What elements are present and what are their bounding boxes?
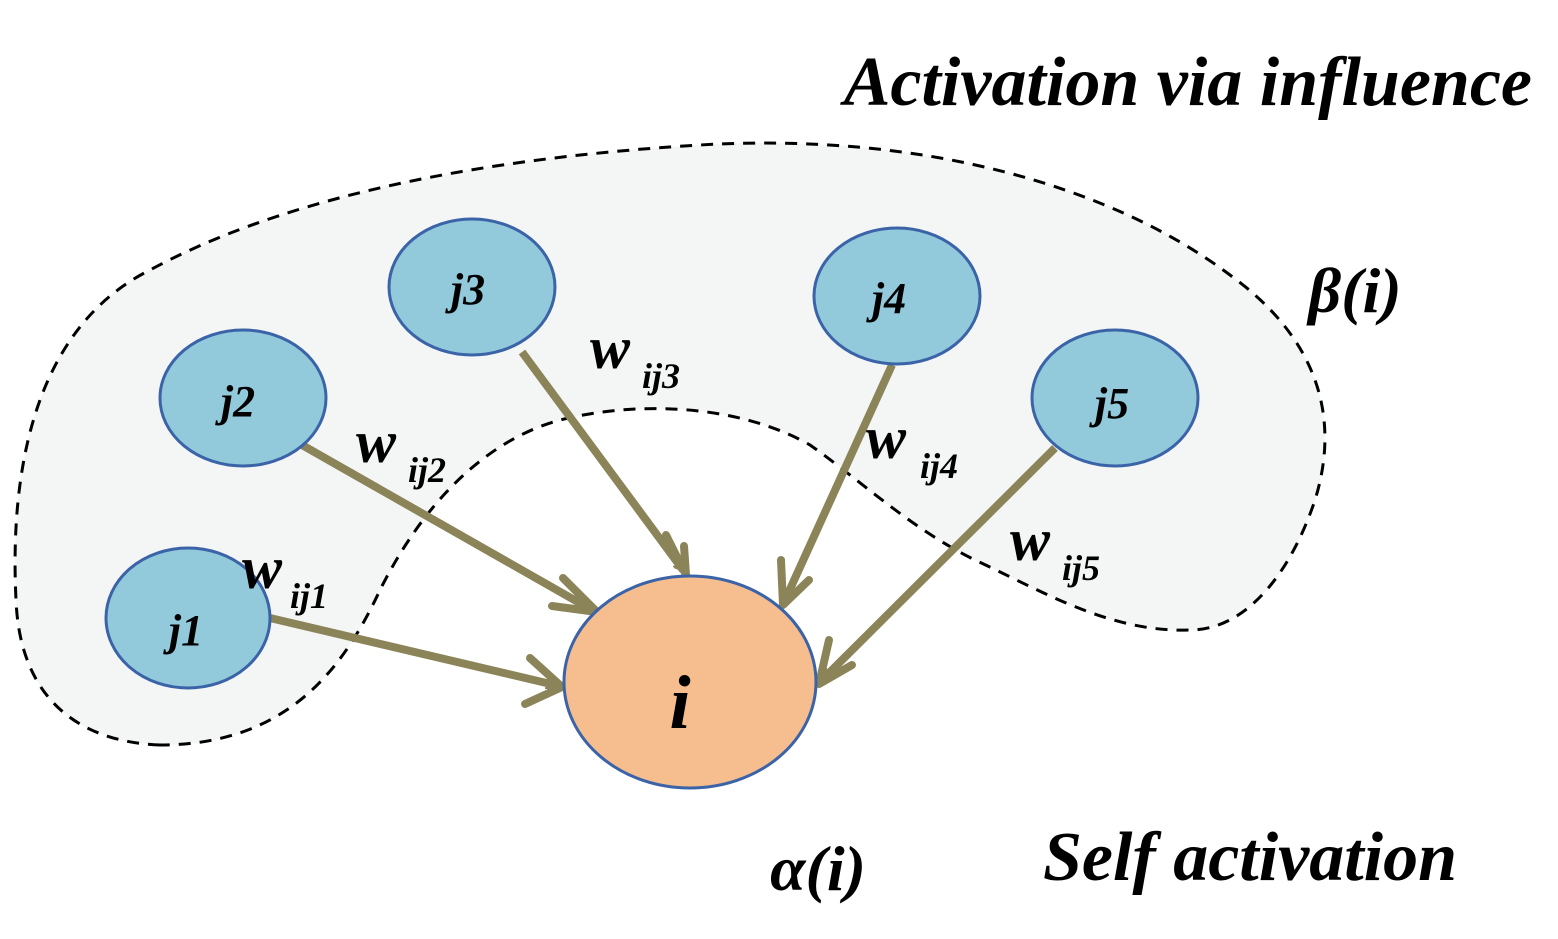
edge-j5-i [821,445,1058,681]
weight-1-subscript: ij1 [290,576,328,616]
influence-region [13,141,1327,747]
weight-label-5: w ij5 [1010,507,1100,588]
node-j1 [104,546,272,690]
node-j2-label: j2 [215,377,255,426]
beta-label: β(i) [1306,255,1401,326]
title: Activation via influence [840,44,1532,121]
weight-4-subscript: ij4 [920,446,958,486]
edge-j1-i [269,614,555,685]
edge-j3-i [518,349,687,570]
weight-4-symbol: w [866,405,907,471]
weight-3-subscript: ij3 [642,356,680,396]
weight-5-subscript: ij5 [1062,548,1100,588]
arrowhead-j5 [815,636,856,688]
node-j5 [1030,328,1200,468]
weight-2-symbol: w [356,409,397,475]
node-j4 [812,226,982,366]
arrowhead-j4 [777,556,813,609]
weight-label-3: w ij3 [590,315,680,396]
node-i [562,574,818,790]
node-j1-label: j1 [163,606,203,655]
weight-2-subscript: ij2 [408,450,446,490]
source-nodes [104,217,1200,690]
arrowhead-j1 [521,654,566,708]
weight-5-symbol: w [1010,507,1051,573]
weight-label-2: w ij2 [356,409,446,490]
weight-1-symbol: w [242,535,283,601]
edge-j2-i [300,441,592,614]
node-j3 [387,217,557,357]
weight-label-1: w ij1 [242,535,328,616]
node-j4-label: j4 [866,274,906,323]
edge-j4-i [782,363,896,598]
node-i-label: i [669,661,690,745]
alpha-label: α(i) [770,833,866,904]
node-j5-label: j5 [1089,379,1129,428]
weight-3-symbol: w [590,315,631,381]
node-j3-label: j3 [445,265,485,314]
node-j2 [158,328,328,468]
self-activation-label: Self activation [1043,819,1457,896]
weight-label-4: w ij4 [866,405,958,486]
edges [269,349,1058,685]
